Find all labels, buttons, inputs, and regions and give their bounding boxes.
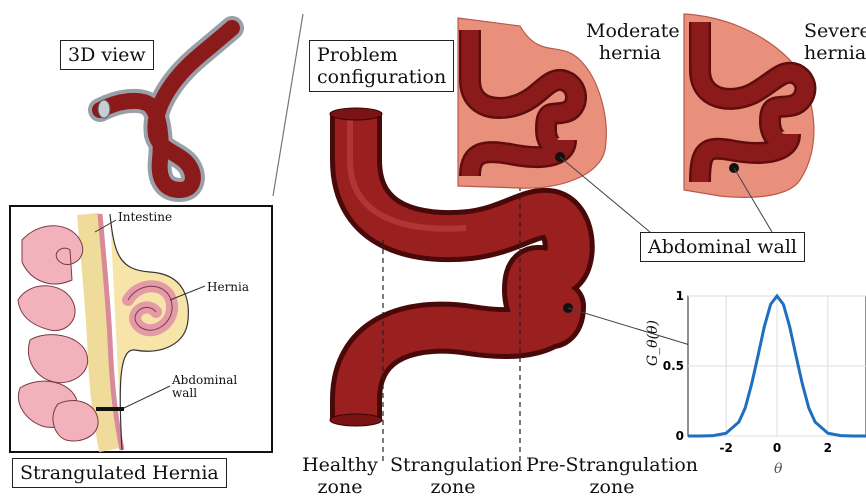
label-strangulated-hernia: Strangulated Hernia — [12, 458, 227, 488]
illustration-label-abdominal-wall: Abdominal wall — [172, 374, 237, 400]
problem-config-line2: configuration — [317, 66, 446, 88]
prestrangulation-line2: zone — [524, 476, 700, 496]
label-moderate-hernia: Moderate hernia — [586, 20, 674, 64]
plot-xtick-label: 2 — [824, 441, 832, 455]
label-prestrangulation-zone: Pre-Strangulation zone — [524, 454, 700, 496]
illustration-abdominal-line2: wall — [172, 387, 237, 400]
divider-line — [273, 14, 303, 196]
label-healthy-zone: Healthy zone — [300, 454, 380, 496]
prestrangulation-line1: Pre-Strangulation — [524, 454, 700, 476]
plot-ytick-label: 0 — [676, 429, 684, 443]
label-3d-view: 3D view — [60, 40, 154, 70]
label-severe-hernia: Severe hernia — [804, 20, 866, 64]
healthy-line2: zone — [300, 476, 380, 496]
label-abdominal-wall: Abdominal wall — [640, 232, 805, 262]
severe-hernia-model — [684, 14, 814, 197]
plot-ytick-label: 1 — [676, 289, 684, 303]
label-strangulation-zone: Strangulation zone — [390, 454, 516, 496]
healthy-line1: Healthy — [300, 454, 380, 476]
plot-ylabel: G_θ(θ) — [642, 320, 664, 366]
gaussian-plot: -2 0 2 0 0.5 1 — [663, 289, 866, 455]
plot-xlabel: θ — [774, 458, 782, 480]
illustration-label-hernia: Hernia — [207, 280, 249, 294]
severe-line2: hernia — [804, 42, 866, 64]
moderate-line1: Moderate — [586, 20, 674, 42]
problem-config-line1: Problem — [317, 44, 446, 66]
3d-tube-end — [98, 100, 110, 118]
strangulation-line1: Strangulation — [390, 454, 516, 476]
moderate-line2: hernia — [586, 42, 674, 64]
plot-ytick-label: 0.5 — [663, 359, 684, 373]
severe-line1: Severe — [804, 20, 866, 42]
strangulation-line2: zone — [390, 476, 516, 496]
plot-xtick-label: 0 — [773, 441, 781, 455]
illustration-label-intestine: Intestine — [118, 210, 172, 224]
moderate-hernia-model — [458, 18, 606, 188]
plot-xtick-label: -2 — [719, 441, 732, 455]
label-problem-configuration: Problem configuration — [309, 40, 454, 92]
leader-plot — [568, 308, 690, 345]
